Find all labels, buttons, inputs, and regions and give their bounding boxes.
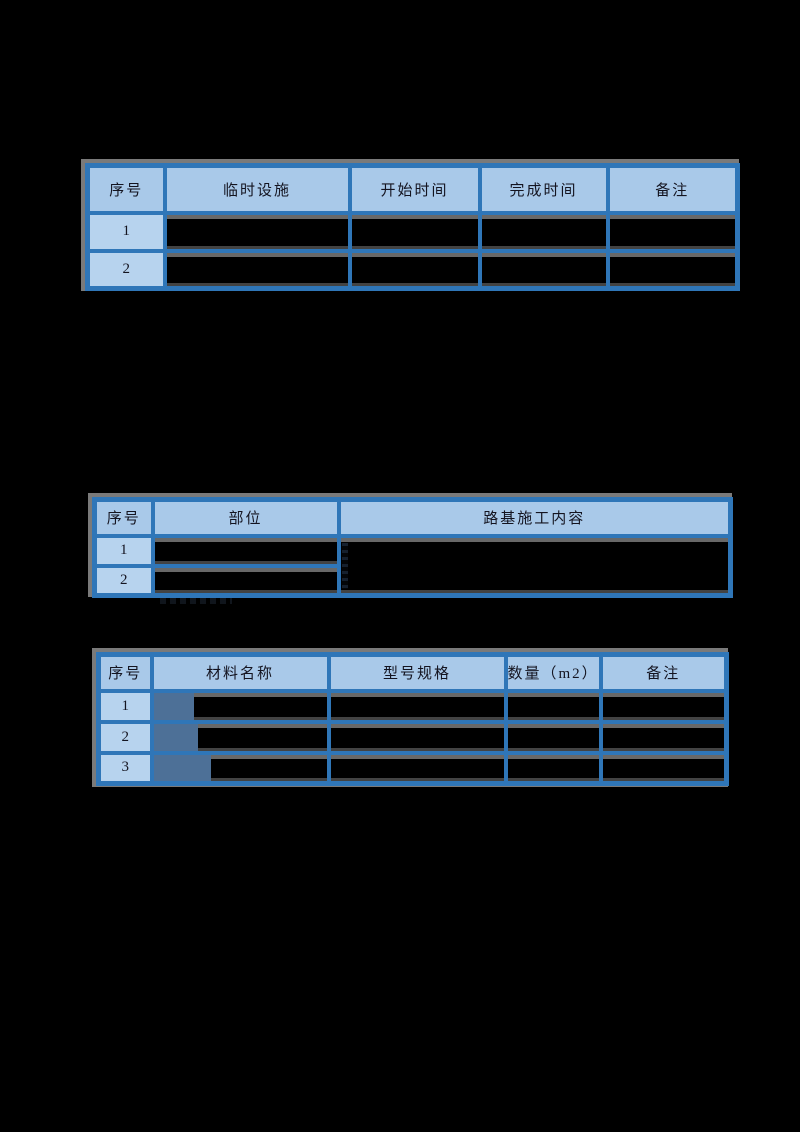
empty-cell: [598, 750, 729, 786]
column-header-construction-content: 路基施工内容: [336, 497, 733, 538]
row-index-cell: 1: [85, 210, 167, 253]
roadbed-construction-table: 序号 部位 路基施工内容 1 2: [88, 493, 733, 598]
table-row: 1: [92, 533, 733, 598]
row-index-cell: 1: [96, 688, 154, 724]
column-header-index: 序号: [85, 163, 167, 215]
merged-content-cell: [336, 533, 733, 598]
header-row: 序号 临时设施 开始时间 完成时间 备注: [85, 163, 740, 215]
table-row: 3: [96, 750, 729, 786]
column-header-model-spec: 型号规格: [326, 652, 508, 693]
highlight-block: [155, 756, 211, 780]
temporary-facilities-table: 序号 临时设施 开始时间 完成时间 备注 1 2: [81, 159, 740, 291]
empty-cell: [162, 248, 352, 291]
highlight-block: [155, 694, 194, 718]
row-index-cell: 2: [85, 248, 167, 291]
table-row: 1: [96, 688, 729, 724]
column-header-index: 序号: [92, 497, 155, 538]
empty-cell: [150, 563, 341, 598]
column-header-part: 部位: [150, 497, 341, 538]
row-index-cell: 1: [92, 533, 155, 568]
empty-cell: [347, 210, 482, 253]
empty-cell: [598, 719, 729, 755]
column-header-index: 序号: [96, 652, 154, 693]
column-header-material-name: 材料名称: [149, 652, 331, 693]
column-header-start-time: 开始时间: [347, 163, 482, 215]
highlight-block: [155, 725, 198, 749]
empty-cell: [503, 750, 603, 786]
table-row: 2: [96, 719, 729, 755]
material-name-cell: [149, 688, 331, 724]
row-index-cell: 3: [96, 750, 154, 786]
table-row: 1: [85, 210, 740, 253]
table-grid: 序号 部位 路基施工内容 1 2: [92, 497, 733, 598]
empty-cell: [150, 533, 341, 568]
table-row: 2: [92, 563, 731, 598]
clipped-text-fragment: [342, 542, 348, 589]
header-row: 序号 部位 路基施工内容: [92, 497, 733, 538]
material-name-cell: [149, 750, 331, 786]
materials-table: 序号 材料名称 型号规格 数量（m2） 备注 1: [92, 648, 729, 787]
row-index-cell: 2: [92, 563, 155, 598]
empty-cell: [503, 719, 603, 755]
column-header-remark: 备注: [605, 163, 740, 215]
material-name-cell: [149, 719, 331, 755]
empty-cell: [326, 688, 508, 724]
header-row: 序号 材料名称 型号规格 数量（m2） 备注: [96, 652, 729, 693]
faint-text-remnant: [160, 598, 232, 604]
table-grid: 序号 临时设施 开始时间 完成时间 备注 1 2: [85, 163, 740, 291]
column-header-quantity: 数量（m2）: [503, 652, 603, 693]
empty-cell: [503, 688, 603, 724]
empty-cell: [605, 210, 740, 253]
empty-cell: [326, 750, 508, 786]
table-row: 2: [85, 248, 740, 291]
empty-cell: [326, 719, 508, 755]
empty-cell: [347, 248, 482, 291]
column-header-facility: 临时设施: [162, 163, 352, 215]
empty-cell: [477, 248, 610, 291]
empty-cell: [477, 210, 610, 253]
empty-cell: [605, 248, 740, 291]
empty-cell: [598, 688, 729, 724]
table-grid: 序号 材料名称 型号规格 数量（m2） 备注 1: [96, 652, 729, 786]
row-index-cell: 2: [96, 719, 154, 755]
column-header-finish-time: 完成时间: [477, 163, 610, 215]
empty-cell: [162, 210, 352, 253]
column-header-remark: 备注: [598, 652, 729, 693]
